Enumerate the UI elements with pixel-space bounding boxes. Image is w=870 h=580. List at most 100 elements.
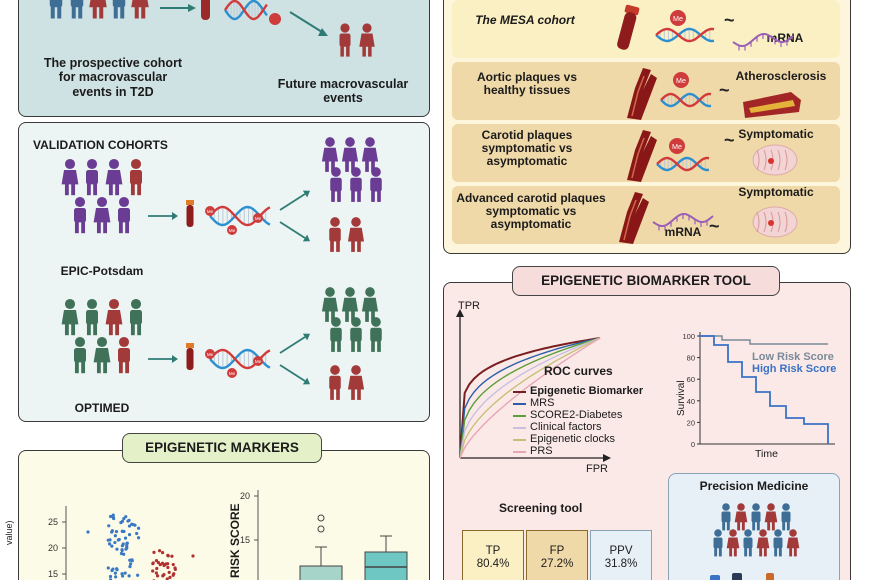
svg-text:80: 80 [687, 354, 695, 363]
person-icon [781, 503, 791, 531]
methyl-icon: Me [205, 206, 215, 216]
svg-text:0: 0 [691, 440, 695, 449]
markers-title: EPIGENETIC MARKERS [122, 433, 322, 463]
roc-tpr-label: TPR [458, 300, 480, 312]
person-icon [330, 317, 342, 352]
person-icon [130, 298, 142, 336]
svg-text:Me: Me [255, 359, 262, 364]
person-icon [350, 317, 362, 352]
person-icon [734, 503, 748, 531]
artery-icon [619, 192, 649, 244]
mesa-label-advanced: Advanced carotid plaques symptomatic vs … [456, 191, 606, 232]
person-icon [74, 336, 86, 374]
person-icon [743, 529, 753, 557]
person-icon [339, 23, 351, 57]
person-icon [329, 365, 341, 400]
blood-tube-icon [201, 0, 210, 20]
high-risk-label: High Risk Score [752, 363, 837, 375]
dna-icon [224, 0, 268, 21]
methyl-icon: Me [227, 225, 237, 235]
validation-title: VALIDATION COHORTS [33, 138, 168, 152]
dna-icon [656, 156, 710, 172]
arrow-icon [279, 364, 311, 385]
arrow-icon [148, 212, 178, 220]
roc-curve [459, 337, 601, 459]
arrow-icon [160, 4, 196, 12]
screening-title: Screening tool [499, 501, 583, 515]
roc-legend: Epigenetic Biomarker MRS SCORE2-Diabetes… [513, 385, 643, 457]
methyl-icon [269, 13, 281, 25]
person-icon [713, 529, 723, 557]
person-icon [330, 167, 342, 202]
boxplot-high [364, 535, 408, 580]
tool-title: EPIGENETIC BIOMARKER TOOL [512, 266, 780, 296]
person-icon [721, 503, 731, 531]
person-icon [321, 287, 339, 322]
mesa-right-symptomatic-1: Symptomatic [738, 127, 814, 141]
roc-curve [459, 337, 601, 459]
metric-ppv: PPV 31.8% [590, 530, 652, 580]
person-icon [89, 0, 107, 19]
mesa-row-cohort [452, 0, 840, 58]
svg-text:15: 15 [48, 569, 58, 579]
epic-potsdam-label: EPIC-Potsdam [60, 264, 144, 278]
arrow-icon [279, 190, 311, 211]
blood-tube-icon [186, 200, 194, 227]
svg-text:Me: Me [672, 142, 682, 151]
person-icon [764, 503, 778, 531]
survival-ylabel: Survival [676, 380, 687, 416]
svg-text:60: 60 [687, 375, 695, 384]
mesa-label-aortic: Aortic plaques vs healthy tissues [476, 70, 578, 98]
methyl-icon: Me [670, 10, 686, 26]
metric-fp: FP 27.2% [526, 530, 588, 580]
person-icon [105, 298, 123, 336]
person-icon [341, 137, 359, 172]
future-events-text: Future macrovascular events [277, 77, 409, 106]
artery-icon [627, 130, 657, 182]
svg-text:~: ~ [709, 216, 720, 236]
mrna-icon [732, 33, 794, 51]
roc-curve [459, 337, 601, 459]
svg-text:Me: Me [229, 228, 236, 233]
person-icon [105, 158, 123, 196]
person-icon [361, 287, 379, 322]
methyl-icon: Me [205, 349, 215, 359]
person-icon [74, 196, 86, 234]
svg-text:25: 25 [48, 517, 58, 527]
metric-tp: TP 80.4% [462, 530, 524, 580]
blood-tube-icon [186, 343, 194, 370]
person-icon [321, 137, 339, 172]
legend-epigenetic: Epigenetic Biomarker [513, 385, 643, 397]
person-icon [751, 503, 761, 531]
dna-icon [660, 92, 712, 108]
svg-text:40: 40 [687, 397, 695, 406]
roc-plot [456, 309, 611, 462]
person-icon [370, 317, 382, 352]
survival-xlabel: Time [755, 448, 778, 460]
precision-graphics [710, 503, 800, 580]
svg-text:Me: Me [676, 76, 686, 85]
person-icon [756, 529, 770, 557]
artery-icon [743, 92, 801, 118]
mesa-middle-mrna: mRNA [664, 225, 702, 239]
methyl-icon: Me [669, 138, 685, 154]
person-icon [61, 158, 79, 196]
dna-icon [655, 27, 715, 43]
person-icon [361, 137, 379, 172]
mrna-icon [652, 213, 714, 231]
person-icon [359, 23, 375, 57]
mesa-right-symptomatic-2: Symptomatic [738, 185, 814, 199]
svg-text:~: ~ [724, 130, 735, 150]
roc-title: ROC curves [544, 364, 613, 378]
methyl-icon: Me [253, 213, 263, 223]
roc-fpr-label: FPR [586, 463, 608, 475]
person-icon [49, 0, 63, 19]
volcano-ylabel: value) [4, 520, 14, 545]
discovery-graphics [49, 0, 375, 57]
svg-text:Me: Me [673, 14, 683, 23]
person-icon [118, 336, 130, 374]
methyl-icon: Me [227, 368, 237, 378]
person-icon [130, 158, 142, 196]
svg-text:20: 20 [240, 491, 250, 501]
